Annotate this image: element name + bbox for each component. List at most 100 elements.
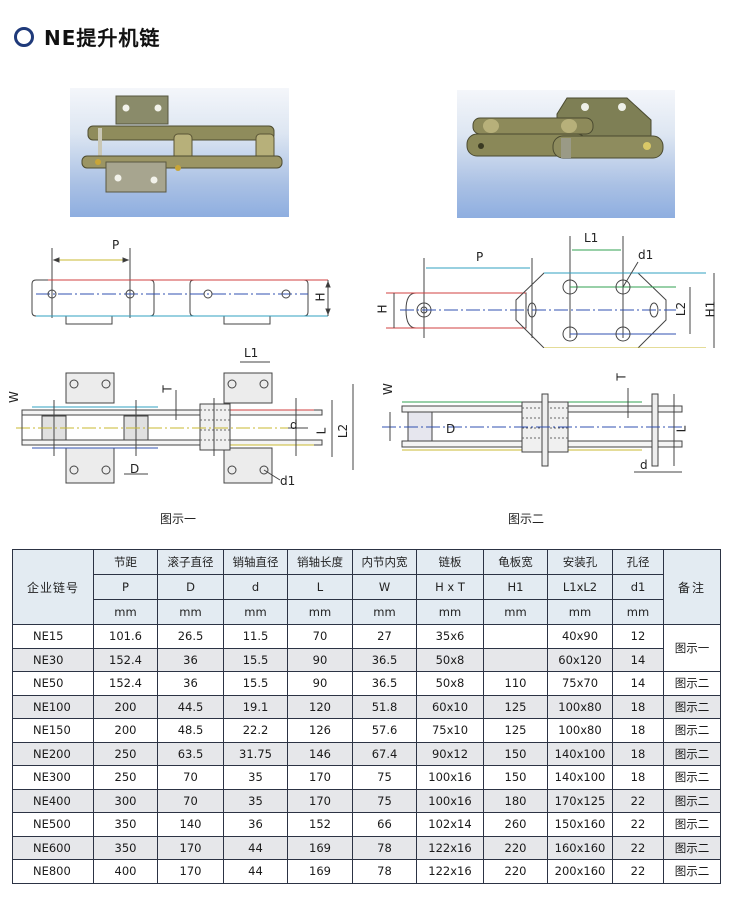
table-row: NE150 200 48.5 22.2 126 57.6 75x10 125 1…: [12, 718, 721, 743]
cell-h1: 125: [483, 718, 548, 743]
header-unit: mm: [483, 599, 548, 625]
cell-l1xl2: 140x100: [547, 765, 613, 790]
fig2-side-view-diagram: L1 P d1 H L2 H1: [376, 228, 726, 348]
cell-remark: 图示二: [663, 671, 721, 696]
spec-table: 企业链号 节距 滚子直径 销轴直径 销轴长度 内节内宽 链板 龟板宽 安装孔 孔…: [12, 549, 721, 884]
cell-d-roller: 140: [157, 812, 224, 837]
cell-p: 400: [93, 859, 158, 884]
header-name: 孔径: [612, 549, 664, 575]
cell-w: 36.5: [352, 647, 417, 672]
cell-w: 78: [352, 859, 417, 884]
header-name: 销轴长度: [287, 549, 353, 575]
header-name: 滚子直径: [157, 549, 224, 575]
cell-w: 78: [352, 835, 417, 860]
table-row: NE600 350 170 44 169 78 122x16 220 160x1…: [12, 835, 721, 860]
cell-model: NE800: [12, 859, 94, 884]
cell-model: NE600: [12, 835, 94, 860]
cell-l: 170: [287, 788, 353, 813]
header-name: 节距: [93, 549, 158, 575]
cell-d-pin: 15.5: [223, 647, 288, 672]
cell-h1: [483, 647, 548, 672]
chain-photo-type-1: [70, 88, 289, 217]
cell-remark: 图示二: [663, 812, 721, 837]
cell-p: 200: [93, 694, 158, 719]
cell-hxt: 60x10: [416, 694, 484, 719]
header-symbol: d1: [612, 574, 664, 600]
header-name: 销轴直径: [223, 549, 288, 575]
dim-label-d1: d1: [280, 474, 296, 488]
cell-model: NE15: [12, 624, 94, 649]
cell-d-pin: 36: [223, 812, 288, 837]
table-row: NE30 152.4 36 15.5 90 36.5 50x8 60x120 1…: [12, 647, 721, 672]
table-row: NE15 101.6 26.5 11.5 70 27 35x6 40x90 12…: [12, 624, 721, 672]
caption-fig1: 图示一: [160, 512, 197, 526]
cell-remark: 图示二: [663, 859, 721, 884]
cell-p: 350: [93, 835, 158, 860]
table-row: NE50 152.4 36 15.5 90 36.5 50x8 110 75x7…: [12, 671, 721, 696]
cell-l: 70: [287, 624, 353, 649]
header-unit: mm: [416, 599, 484, 625]
cell-h1: [483, 624, 548, 649]
cell-hxt: 100x16: [416, 765, 484, 790]
cell-l1xl2: 200x160: [547, 859, 613, 884]
cell-p: 152.4: [93, 671, 158, 696]
cell-l1xl2: 100x80: [547, 694, 613, 719]
header-unit: mm: [93, 599, 158, 625]
cell-w: 36.5: [352, 671, 417, 696]
cell-hxt: 122x16: [416, 859, 484, 884]
cell-p: 152.4: [93, 647, 158, 672]
cell-l: 90: [287, 671, 353, 696]
cell-p: 250: [93, 741, 158, 766]
cell-d-pin: 44: [223, 859, 288, 884]
fig2-top-view-diagram: W D T L d: [381, 368, 702, 478]
header-unit: mm: [287, 599, 353, 625]
table-row: NE300 250 70 35 170 75 100x16 150 140x10…: [12, 765, 721, 790]
cell-hxt: 75x10: [416, 718, 484, 743]
cell-hxt: 102x14: [416, 812, 484, 837]
chain-photo-type-2: [457, 90, 675, 218]
cell-l1xl2: 140x100: [547, 741, 613, 766]
cell-d-pin: 22.2: [223, 718, 288, 743]
dim-label-l1: L1: [584, 231, 599, 245]
cell-hxt: 100x16: [416, 788, 484, 813]
page-title: NE提升机链: [44, 26, 161, 50]
cell-d-roller: 36: [157, 671, 224, 696]
cell-l: 90: [287, 647, 353, 672]
cell-d-roller: 63.5: [157, 741, 224, 766]
dim-label-p: P: [476, 250, 484, 264]
cell-d-roller: 36: [157, 647, 224, 672]
cell-model: NE300: [12, 765, 94, 790]
header-symbol: L: [287, 574, 353, 600]
table-row: NE500 350 140 36 152 66 102x14 260 150x1…: [12, 812, 721, 837]
header-symbol: d: [223, 574, 288, 600]
cell-d-pin: 19.1: [223, 694, 288, 719]
table-row: NE100 200 44.5 19.1 120 51.8 60x10 125 1…: [12, 694, 721, 719]
circle-outline-icon: [14, 26, 34, 47]
cell-d-roller: 26.5: [157, 624, 224, 649]
cell-d-roller: 48.5: [157, 718, 224, 743]
dim-label-p: P: [112, 238, 120, 252]
cell-d1: 14: [612, 647, 664, 672]
dim-label-t: T: [614, 373, 629, 381]
header-name: 内节内宽: [352, 549, 417, 575]
cell-model: NE500: [12, 812, 94, 837]
cell-remark: 图示二: [663, 718, 721, 743]
cell-d1: 22: [612, 812, 664, 837]
cell-h1: 150: [483, 765, 548, 790]
dim-label-l2: L2: [674, 301, 689, 317]
dim-label-d-roller: D: [446, 422, 456, 436]
cell-d-roller: 170: [157, 835, 224, 860]
cell-h1: 125: [483, 694, 548, 719]
page-title-bar: NE提升机链: [14, 22, 160, 51]
header-symbol: D: [157, 574, 224, 600]
cell-l: 120: [287, 694, 353, 719]
table-row: NE200 250 63.5 31.75 146 67.4 90x12 150 …: [12, 741, 721, 766]
cell-l: 169: [287, 859, 353, 884]
cell-h1: 220: [483, 835, 548, 860]
cell-p: 200: [93, 718, 158, 743]
cell-w: 75: [352, 765, 417, 790]
dim-label-h: H: [375, 304, 390, 314]
cell-w: 66: [352, 812, 417, 837]
header-unit: mm: [223, 599, 288, 625]
cell-hxt: 35x6: [416, 624, 484, 649]
